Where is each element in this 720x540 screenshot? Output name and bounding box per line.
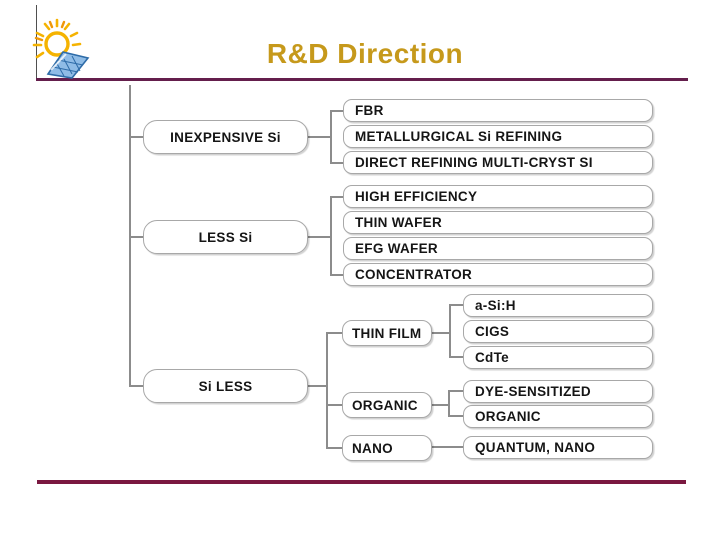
stub-high-efficiency [330, 196, 343, 198]
connector-inexpensive-out [308, 136, 332, 138]
node-si-less: Si LESS [143, 369, 308, 403]
node-nano: NANO [342, 435, 432, 461]
node-metallurgical-si-refining: METALLURGICAL Si REFINING [343, 125, 653, 148]
connector-thin-film-out [432, 332, 451, 334]
connector-nano-out [432, 446, 463, 448]
node-dye-sensitized: DYE-SENSITIZED [463, 380, 653, 403]
left-accent-line [36, 5, 37, 79]
connector-si-less-out [308, 385, 328, 387]
stub-thin-film [326, 332, 342, 334]
stub-dye-sensitized [448, 390, 463, 392]
bracket-thin-film [449, 304, 451, 358]
node-cigs: CIGS [463, 320, 653, 343]
stub-organic-right [448, 415, 463, 417]
bracket-inexpensive [330, 110, 332, 164]
node-inexpensive-si: INEXPENSIVE Si [143, 120, 308, 154]
node-a-si-h: a-Si:H [463, 294, 653, 317]
node-organic: ORGANIC [342, 392, 432, 418]
stub-organic [326, 404, 342, 406]
node-organic-leaf: ORGANIC [463, 405, 653, 428]
bracket-less-si [330, 196, 332, 276]
node-fbr: FBR [343, 99, 653, 122]
stub-cdte [449, 356, 463, 358]
stub-nano [326, 447, 342, 449]
node-thin-film: THIN FILM [342, 320, 432, 346]
stub-fbr [330, 110, 343, 112]
stub-a-si-h [449, 304, 463, 306]
page-title: R&D Direction [266, 38, 464, 69]
node-less-si: LESS Si [143, 220, 308, 254]
connector-to-si-less [129, 385, 145, 387]
footer-rule [37, 480, 686, 484]
bracket-si-less [326, 332, 328, 449]
node-high-efficiency: HIGH EFFICIENCY [343, 185, 653, 208]
node-quantum-nano: QUANTUM, NANO [463, 436, 653, 459]
sun-solar-panel-icon [32, 18, 90, 79]
connector-to-less-si [129, 236, 145, 238]
connector-less-si-out [308, 236, 332, 238]
connector-to-inexpensive-si [129, 136, 145, 138]
node-concentrator: CONCENTRATOR [343, 263, 653, 286]
stub-direct-refining [330, 162, 343, 164]
node-cdte: CdTe [463, 346, 653, 369]
node-direct-refining-multi-cryst-si: DIRECT REFINING MULTI-CRYST SI [343, 151, 653, 174]
header-rule [36, 78, 688, 81]
bracket-organic [448, 390, 450, 417]
node-thin-wafer: THIN WAFER [343, 211, 653, 234]
node-efg-wafer: EFG WAFER [343, 237, 653, 260]
stub-concentrator [330, 274, 343, 276]
connector-organic-out [432, 404, 450, 406]
